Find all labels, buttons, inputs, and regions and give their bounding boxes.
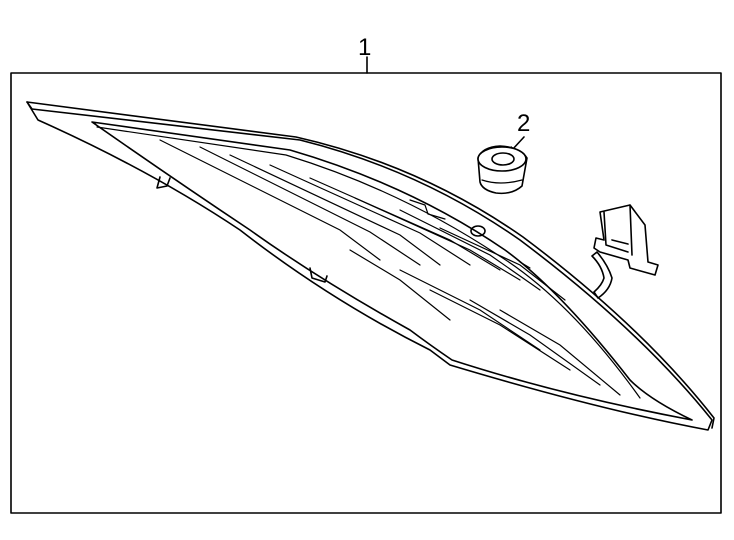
- wire-harness-connector: [591, 204, 659, 299]
- mounting-hole: [470, 225, 486, 237]
- grommet: [477, 145, 528, 195]
- assembly-frame: [10, 72, 722, 514]
- callout-1-label: 1: [358, 34, 371, 61]
- callout-2-label: 2: [517, 110, 530, 137]
- high-mount-stop-lamp: [26, 101, 715, 431]
